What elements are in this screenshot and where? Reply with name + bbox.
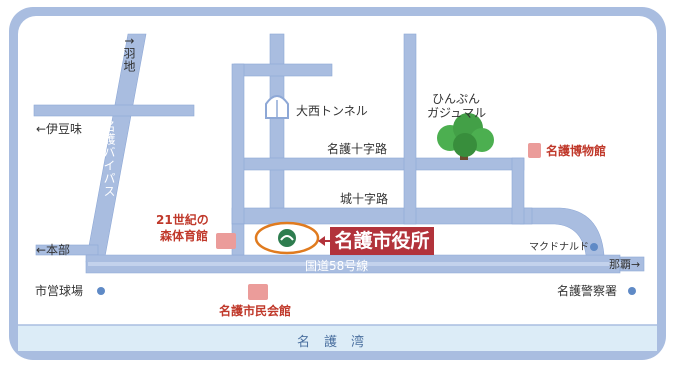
stadium-marker [97,287,105,295]
banyan-tree-icon [437,113,494,160]
road-tunnel-vertical [269,33,285,209]
gajumaru-label-2: ガジュマル [427,106,487,120]
city-hall-label: 名護市役所 [330,227,434,255]
shiro-crossing-label: 城十字路 [340,192,389,206]
road-east-curve [519,207,605,256]
museum-building [528,143,541,158]
road-izumi [33,104,195,117]
police-marker [628,287,636,295]
naha-label: 那覇→ [609,258,641,271]
museum-label: 名護博物館 [546,144,607,158]
road-left-vertical [231,63,245,225]
motobu-label: ←本部 [36,243,71,257]
mcdonalds-marker [590,243,598,251]
gajumaru-label-1: ひんぷん [432,92,481,106]
nago-bypass-label: 名護バイパス [102,120,116,198]
civic-hall-building [248,284,268,300]
police-label: 名護警察署 [557,284,618,298]
road-gajumaru-vertical [403,33,417,225]
stadium-label: 市営球場 [35,284,84,298]
road-top-horizontal [233,63,333,77]
mcdonalds-label: マクドナルド [529,242,589,253]
road-motobu [35,244,99,256]
gym-label-1: 21世紀の [156,213,209,227]
civic-hall-label: 名護市民会館 [219,304,292,318]
tunnel-icon [265,95,289,119]
road-nago-crossing [237,157,525,171]
izumi-label: ←伊豆味 [36,122,83,136]
nago-bay-area [18,325,657,351]
city-logo-icon [254,221,320,255]
nago-bay-label: 名護湾 [296,335,378,350]
tunnel-label: 大西トンネル [296,104,368,118]
haneji-label: ↑羽地 [122,36,136,74]
gym-building [216,233,236,249]
route58-label: 国道58号線 [305,259,369,273]
gym-label-2: 森体育館 [160,229,209,243]
nago-crossing-label: 名護十字路 [327,142,388,156]
road-east-vertical [511,157,525,225]
road-shiro-street [231,207,533,225]
